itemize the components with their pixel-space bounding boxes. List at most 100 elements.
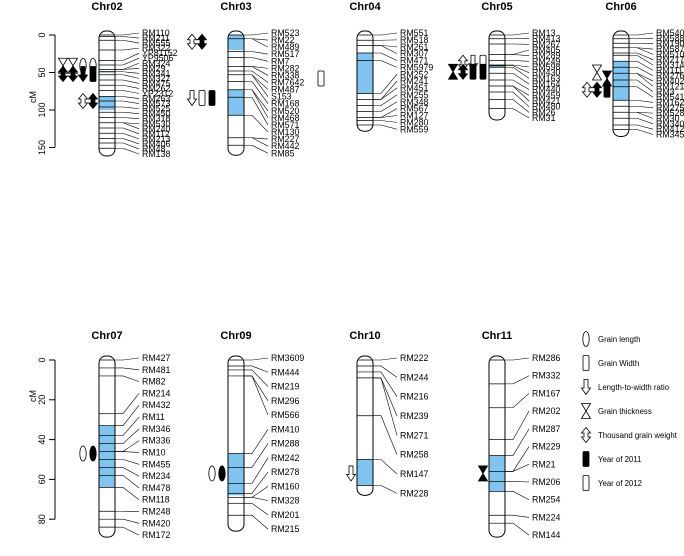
- chromosome-title: Chr04: [349, 1, 381, 13]
- marker-connector: [115, 80, 139, 83]
- qtl-tgw-icon: [89, 94, 98, 109]
- qtl-ratio-icon: [347, 466, 356, 481]
- marker-label: RM144: [532, 530, 560, 540]
- marker-connector: [373, 121, 397, 123]
- marker-connector: [373, 53, 397, 61]
- marker-connector: [115, 441, 139, 452]
- chromosome-title: Chr02: [91, 1, 122, 13]
- marker-connector: [373, 358, 397, 360]
- chromosome-title: Chr11: [482, 330, 513, 342]
- legend-thick-icon: [582, 404, 591, 419]
- marker-connector: [373, 460, 397, 475]
- legend-item-label: Thousand grain weight: [598, 431, 678, 440]
- marker-label: RM222: [400, 353, 428, 363]
- qtl-tgw-icon: [593, 82, 602, 97]
- marker-connector: [244, 71, 268, 83]
- marker-label: RM118: [142, 495, 170, 505]
- marker-label: RM566: [271, 410, 299, 420]
- chromosome-body: [489, 356, 505, 537]
- marker-connector: [244, 376, 268, 401]
- chromosome-title: Chr10: [349, 330, 380, 342]
- marker-connector: [505, 481, 529, 482]
- marker-connector: [115, 37, 139, 39]
- marker-label: RM444: [271, 367, 299, 377]
- marker-label: RM248: [142, 507, 170, 517]
- marker-connector: [244, 366, 268, 372]
- marker-connector: [115, 118, 139, 119]
- marker-connector: [115, 48, 139, 50]
- marker-connector: [629, 53, 653, 60]
- marker-connector: [373, 102, 397, 112]
- marker-connector: [115, 358, 139, 360]
- qtl-width-icon: [604, 82, 610, 97]
- marker-label: RM328: [271, 496, 299, 506]
- marker-connector: [629, 80, 653, 92]
- marker-label: RM432: [142, 400, 170, 410]
- marker-label: RM138: [142, 149, 170, 159]
- marker-connector: [115, 452, 139, 453]
- marker-label: RM219: [271, 382, 299, 392]
- marker-connector: [115, 53, 139, 60]
- marker-connector: [244, 370, 268, 387]
- marker-label: RM336: [142, 436, 170, 446]
- marker-connector: [244, 58, 268, 62]
- chromosome-title: Chr03: [220, 1, 251, 13]
- marker-label: RM345: [656, 130, 684, 140]
- marker-connector: [115, 72, 139, 74]
- qtl-region: [228, 90, 244, 116]
- marker-connector: [115, 460, 139, 465]
- marker-label: RM82: [142, 377, 166, 387]
- marker-connector: [115, 112, 139, 113]
- marker-connector: [244, 52, 268, 55]
- marker-label: RM286: [532, 353, 560, 363]
- marker-label: RM85: [271, 148, 295, 158]
- marker-connector: [115, 40, 139, 43]
- marker-connector: [629, 100, 653, 102]
- marker-label: RM201: [271, 510, 299, 520]
- marker-connector: [505, 67, 529, 78]
- marker-label: RM228: [400, 488, 428, 498]
- marker-label: RM214: [142, 388, 170, 398]
- marker-connector: [115, 75, 139, 79]
- marker-connector: [505, 376, 529, 384]
- qtl-region: [99, 426, 115, 488]
- chromosome-chr06: Chr06RM540RM588RM190RM587RM510RM217RM314…: [583, 1, 684, 140]
- marker-label: RM206: [532, 477, 560, 487]
- marker-connector: [505, 109, 529, 119]
- marker-connector: [115, 33, 139, 35]
- marker-label: RM481: [142, 365, 170, 375]
- marker-connector: [629, 106, 653, 108]
- marker-label: RM332: [532, 371, 560, 381]
- marker-connector: [505, 50, 529, 55]
- marker-label: RM160: [271, 481, 299, 491]
- marker-connector: [115, 58, 139, 65]
- marker-label: RM271: [400, 430, 428, 440]
- marker-connector: [373, 378, 397, 435]
- marker-label: RM410: [271, 424, 299, 434]
- marker-label: RM287: [532, 424, 560, 434]
- marker-connector: [115, 527, 139, 535]
- marker-connector: [505, 61, 529, 62]
- chromosome-chr02: Chr02RM110RM211RM555RM322YP81152YP9506RM…: [59, 1, 178, 159]
- axis-tick-label: 40: [37, 435, 47, 445]
- marker-label: RM242: [271, 453, 299, 463]
- marker-connector: [629, 87, 653, 97]
- marker-connector: [115, 148, 139, 154]
- marker-label: RM420: [142, 518, 170, 528]
- marker-label: RM172: [142, 530, 170, 540]
- marker-connector: [115, 475, 139, 487]
- marker-label: RM31: [532, 113, 556, 123]
- qtl-region: [357, 460, 373, 486]
- qtl-tgw-icon: [188, 34, 197, 49]
- marker-connector: [244, 82, 268, 104]
- qtl-region: [357, 53, 373, 94]
- legend-tgw-icon: [582, 428, 591, 443]
- qtl-tgw-icon: [69, 67, 78, 82]
- marker-connector: [505, 523, 529, 535]
- legend-item-label: Grain Width: [598, 359, 639, 368]
- marker-connector: [115, 85, 139, 88]
- marker-label: RM147: [400, 469, 428, 479]
